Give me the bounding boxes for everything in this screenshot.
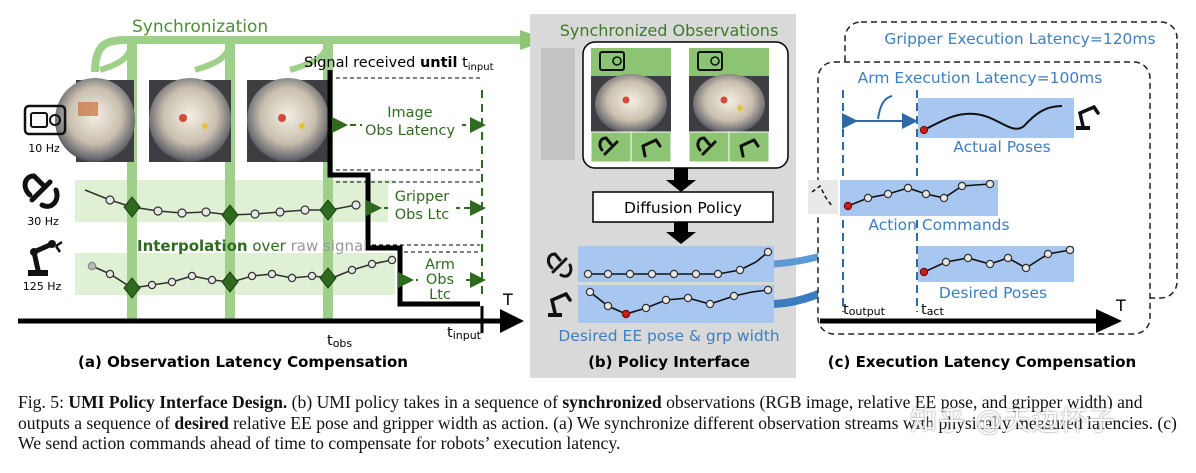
- watermark: 知乎 @天边杯子: [910, 406, 1116, 437]
- panel-b: Synchronized Observations: [530, 14, 905, 378]
- t-input: t: [447, 325, 453, 341]
- actual-poses-curve: [923, 105, 1063, 131]
- arm-signal-line: [91, 259, 393, 289]
- svg-text:toutput: toutput: [843, 302, 886, 318]
- svg-text:tobs: tobs: [327, 333, 352, 350]
- actual-poses-label: Actual Poses: [953, 138, 1050, 156]
- arm-latency-line1: Arm: [425, 257, 455, 273]
- arm-samples: [87, 255, 397, 290]
- image-latency-line2: Obs Latency: [365, 123, 456, 139]
- panel-b-title: (b) Policy Interface: [588, 353, 750, 371]
- sync-line-2: [225, 40, 235, 322]
- gripper-hz: 30 Hz: [27, 215, 59, 228]
- time-label-c: T: [1115, 296, 1126, 315]
- figure: Synchronization Signal received until ti…: [18, 14, 1178, 378]
- gripper-latency-line2: Obs Ltc: [395, 207, 450, 223]
- action-commands-points: [843, 179, 995, 211]
- arrow-to-policy: [666, 168, 696, 192]
- gripper-samples: [105, 195, 361, 219]
- diffusion-policy-label: Diffusion Policy: [624, 199, 742, 217]
- camera-frame-1: [55, 78, 135, 162]
- actual-poses-bar: [918, 98, 1074, 138]
- time-label-a: T: [502, 290, 513, 309]
- obs-card-2: [688, 48, 770, 163]
- svg-text:Interpolation over raw signal: Interpolation over raw signal: [137, 237, 367, 255]
- desired-poses-label: Desired Poses: [939, 284, 1047, 302]
- camera-icon: [23, 104, 67, 136]
- arm-latency-line3: Ltc: [429, 287, 451, 303]
- svg-text:tact: tact: [921, 302, 944, 318]
- panel-a: Synchronization Signal received until ti…: [18, 17, 548, 371]
- t-output: t: [843, 302, 849, 318]
- gripper-output-points: [583, 247, 773, 279]
- svg-text:Signal received until tinput: Signal received until tinput: [304, 55, 494, 73]
- arm-icon-c: [1076, 104, 1100, 130]
- arm-latency-line2: Obs: [426, 272, 454, 288]
- gripper-exec-label: Gripper Execution Latency=120ms: [884, 30, 1155, 48]
- camera-frame-2: [149, 78, 231, 162]
- obs-card-1: [590, 48, 672, 163]
- caption-label: Fig. 5:: [18, 392, 64, 412]
- arrow-from-policy: [666, 222, 696, 244]
- sync-line-1: [127, 40, 137, 322]
- panel-c: Gripper Execution Latency=120ms Arm Exec…: [808, 21, 1178, 371]
- arm-interp-points: [123, 267, 337, 299]
- sync-obs-title: Synchronized Observations: [560, 21, 779, 40]
- figure-caption: Fig. 5: UMI Policy Interface Design. (b)…: [18, 392, 1177, 453]
- t-act: t: [921, 302, 927, 318]
- interpolation-label: Interpolation: [137, 237, 248, 255]
- arm-icon: [28, 240, 63, 276]
- t-obs: t: [327, 333, 333, 349]
- sync-arrow-line: [91, 35, 520, 73]
- arm-hz: 125 Hz: [23, 280, 62, 293]
- gripper-latency-line1: Gripper: [395, 189, 450, 205]
- signal-staircase: [327, 70, 480, 307]
- caption-title: UMI Policy Interface Design.: [68, 392, 288, 412]
- gripper-interp-points: [123, 196, 337, 226]
- action-commands-label: Action Commands: [868, 216, 1009, 234]
- sync-label: Synchronization: [132, 17, 268, 37]
- signal-received-text: Signal received: [304, 55, 420, 71]
- camera-frame-3: [247, 78, 329, 162]
- arm-small-icon: [548, 291, 572, 317]
- sync-line-3: [323, 40, 333, 322]
- arm-output-points: [585, 285, 773, 319]
- panel-c-title: (c) Execution Latency Compensation: [828, 353, 1136, 371]
- gripper-small-icon: [546, 252, 573, 278]
- panel-a-title: (a) Observation Latency Compensation: [78, 353, 408, 371]
- arm-exec-label: Arm Execution Latency=100ms: [858, 69, 1103, 87]
- desired-ee-label: Desired EE pose & grp width: [558, 327, 779, 345]
- svg-text:tinput: tinput: [447, 325, 482, 342]
- camera-hz: 10 Hz: [28, 142, 60, 155]
- image-latency-line1: Image: [387, 105, 432, 121]
- desired-poses-points: [919, 245, 1075, 277]
- gripper-icon: [22, 173, 60, 209]
